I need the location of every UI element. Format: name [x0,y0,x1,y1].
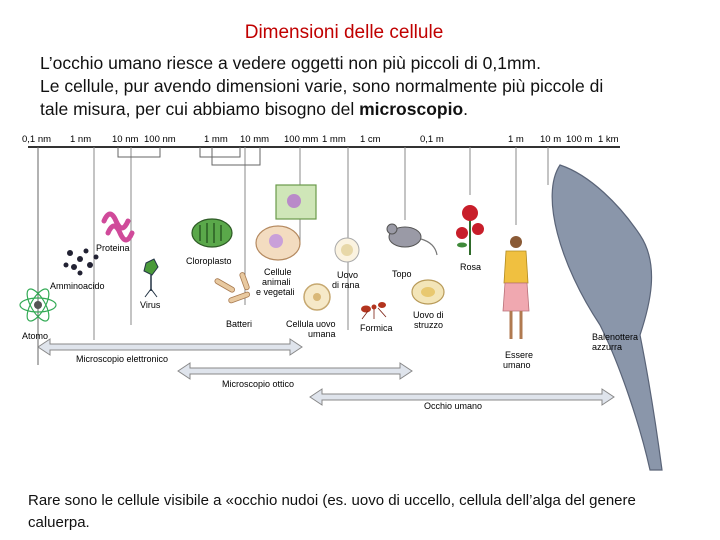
label-cellule-1: Cellule [264,267,292,277]
size-scale-figure: 0,1 nm 1 nm 10 nm 100 nm 1 mm 10 mm 100 mm 1 mm… [19,134,663,471]
scale-label: 1 km [598,134,619,145]
proteina-illustration [101,211,135,243]
scale-label: 100 m [566,134,592,145]
label-topo: Topo [392,269,412,279]
scale-label: 10 nm [112,134,138,145]
arrow-occhio-umano [309,388,615,406]
label-essere-umano-2: umano [503,360,531,370]
label-balenottera-2: azzurra [592,342,622,352]
arrow-microscopio-ottico [177,362,413,380]
label-uovo-rana-1: Uovo [337,270,358,280]
footer-note: Rare sono le cellule visibile a «occhio … [28,492,636,531]
label-essere-umano-1: Essere [505,350,533,360]
scale-label: 100 mm [284,134,318,145]
label-cellule-2: animali [262,277,291,287]
arrow-microscopio-elettronico [37,338,303,356]
cellule-illustration [255,184,317,261]
bracket-lines [117,147,261,166]
intro-line-3-end: . [463,99,469,119]
uovo-struzzo-illustration [411,279,445,305]
topo-illustration [386,223,438,256]
scale-label: 1 nm [70,134,91,145]
scale-label: 0,1 m [420,134,444,145]
scale-label: 0,1 nm [22,134,51,145]
balenottera-illustration [551,164,663,471]
intro-text: L’occhio umano riesce a vedere oggetti n… [40,52,700,121]
intro-line-2: Le cellule, pur avendo dimensioni varie,… [40,76,604,96]
scale-labels: 0,1 nm 1 nm 10 nm 100 nm 1 mm 10 mm 100 mm 1 mm… [22,134,619,145]
cloroplasto-illustration [191,218,233,248]
label-formica: Formica [360,323,393,333]
label-atomo: Atomo [22,331,48,341]
label-rosa: Rosa [460,262,481,272]
label-virus: Virus [140,300,161,310]
label-cloroplasto: Cloroplasto [186,256,232,266]
label-proteina: Proteina [96,243,130,253]
scale-label: 1 m [508,134,524,145]
scale-label: 1 cm [360,134,381,145]
cellula-uovo-illustration [303,283,331,311]
label-cellula-uovo-2: umana [308,329,336,339]
rosa-illustration [456,205,484,255]
label-microscopio-elettronico: Microscopio elettronico [76,354,168,364]
atom-illustration [19,288,57,322]
label-balenottera-1: Balenottera [592,332,638,342]
scale-label: 1 mm [204,134,228,145]
scale-label: 100 nm [144,134,176,145]
intro-line-1: L’occhio umano riesce a vedere oggetti n… [40,53,541,73]
label-uovo-struzzo-1: Uovo di [413,310,444,320]
essere-umano-illustration [502,236,530,339]
uovo-rana-illustration [334,237,360,263]
label-uovo-rana-2: di rana [332,280,360,290]
scale-bar [28,146,620,365]
batteri-illustration [214,272,251,304]
range-arrows [37,338,615,406]
label-uovo-struzzo-2: struzzo [414,320,443,330]
intro-line-3-text: tale misura, per cui abbiamo bisogno del [40,99,360,119]
virus-illustration [143,258,159,298]
formica-illustration [361,302,387,320]
drop-lines [93,147,549,340]
label-microscopio-ottico: Microscopio ottico [222,379,294,389]
scale-label: 1 mm [322,134,346,145]
label-amminoacido: Amminoacido [50,281,105,291]
label-occhio-umano: Occhio umano [424,401,482,411]
label-cellula-uovo-1: Cellula uovo [286,319,336,329]
label-batteri: Batteri [226,319,252,329]
scale-label: 10 m [540,134,561,145]
label-cellule-3: e vegetali [256,287,295,297]
amminoacido-illustration [63,248,99,276]
scale-label: 10 mm [240,134,269,145]
intro-line-3: tale misura, per cui abbiamo bisogno del… [40,98,700,121]
page-title: Dimensioni delle cellule [244,22,444,43]
microscopio-keyword: microscopio [359,99,464,119]
